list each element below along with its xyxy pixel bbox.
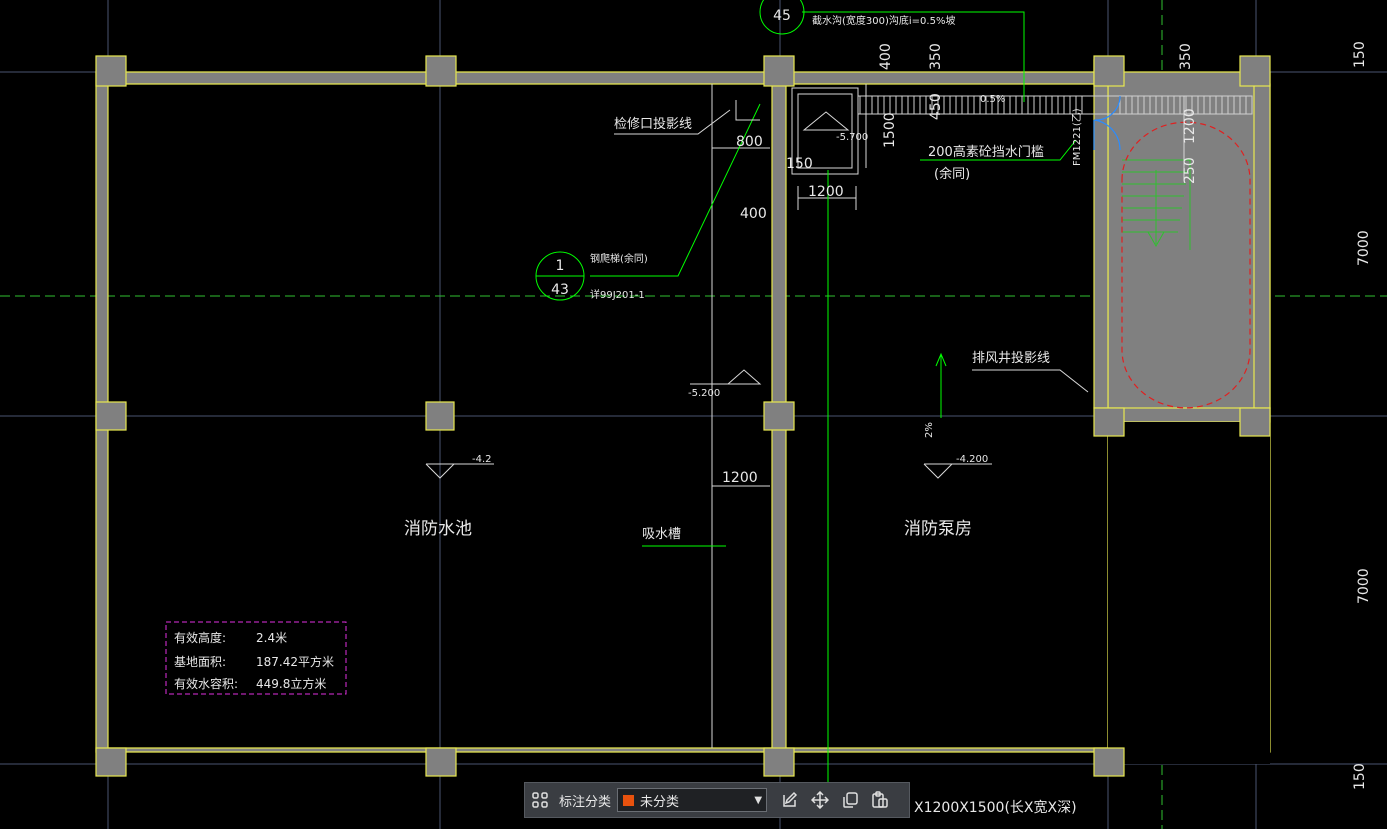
category-color-swatch [622, 793, 636, 807]
exhaust-shaft [1121, 121, 1251, 409]
threshold-label: 200高素砼挡水门槛 [928, 144, 1044, 160]
elev-pool: -4.2 [472, 454, 492, 465]
room-label-pump: 消防泵房 [904, 519, 972, 539]
door-label: FM1221(乙) [1071, 108, 1083, 166]
bubble-top-number: 45 [773, 8, 791, 24]
info-height-value: 2.4米 [256, 631, 287, 645]
door [1093, 95, 1121, 151]
pit-size-label: X1200X1500(长X宽X深) [914, 799, 1077, 816]
dim-800: 800 [736, 134, 763, 150]
elev-pit: -5.700 [836, 132, 868, 143]
paste-icon[interactable] [865, 785, 895, 815]
elev-groove: -5.200 [688, 388, 720, 399]
dim-right-150-bot: 150 [1352, 763, 1368, 790]
dim-1200b: 1200 [722, 470, 758, 486]
edit-icon[interactable] [775, 785, 805, 815]
category-label: 标注分类 [559, 794, 612, 810]
dim-right-150-top: 150 [1352, 41, 1368, 68]
dim-350: 350 [928, 43, 944, 70]
room-label-pool: 消防水池 [404, 519, 472, 539]
dim-lines [711, 84, 1185, 748]
callout-leaders [614, 100, 1089, 393]
category-value: 未分类 [640, 794, 680, 810]
info-height-label: 有效高度: [174, 630, 226, 645]
slope-label: 0.5% [980, 94, 1005, 105]
copy-icon[interactable] [835, 785, 865, 815]
info-volume-value: 449.8立方米 [256, 676, 326, 691]
info-volume-label: 有效水容积: [174, 676, 238, 691]
dim-450: 450 [928, 93, 944, 120]
info-area-value: 187.42平方米 [256, 654, 334, 669]
dim-350-right: 350 [1178, 43, 1194, 70]
grid-icon[interactable] [525, 785, 555, 815]
stair [1122, 159, 1191, 250]
dim-1200-right: 1200 [1182, 108, 1198, 144]
dim-150: 150 [786, 156, 813, 172]
drain-label: 截水沟(宽度300)沟底i=0.5%坡 [812, 14, 955, 27]
slope-2-label: 2% [924, 422, 935, 438]
move-icon[interactable] [805, 785, 835, 815]
dim-1500: 1500 [882, 112, 898, 148]
leader-lines [535, 0, 1077, 800]
category-select[interactable]: 未分类 ▼ [617, 788, 768, 812]
dim-250: 250 [1182, 157, 1198, 184]
dim-right-7000a: 7000 [1356, 230, 1372, 266]
dim-400-top: 400 [878, 43, 894, 70]
annotation-toolbar: 标注分类 未分类 ▼ [524, 782, 910, 818]
chevron-down-icon: ▼ [754, 794, 763, 806]
inspection-label: 检修口投影线 [614, 116, 692, 132]
exhaust-label: 排风井投影线 [972, 350, 1050, 366]
sump-pit [791, 87, 859, 175]
ladder-label: 钢爬梯(余同) [590, 252, 648, 265]
groove-label: 吸水槽 [642, 527, 681, 542]
threshold-note: (余同) [934, 166, 970, 182]
info-area-label: 基地面积: [174, 655, 226, 669]
bubble-detail-sheet: 43 [551, 282, 569, 298]
elevation-marks [425, 369, 992, 479]
info-box [165, 621, 347, 695]
ladder-ref-label: 详99J201-1 [590, 288, 645, 301]
bubble-detail-number: 1 [556, 258, 565, 274]
walls [95, 55, 1271, 777]
elev-pump: -4.200 [956, 454, 988, 465]
dim-right-7000b: 7000 [1356, 568, 1372, 604]
dim-1200a: 1200 [808, 184, 844, 200]
dim-400: 400 [740, 206, 767, 222]
